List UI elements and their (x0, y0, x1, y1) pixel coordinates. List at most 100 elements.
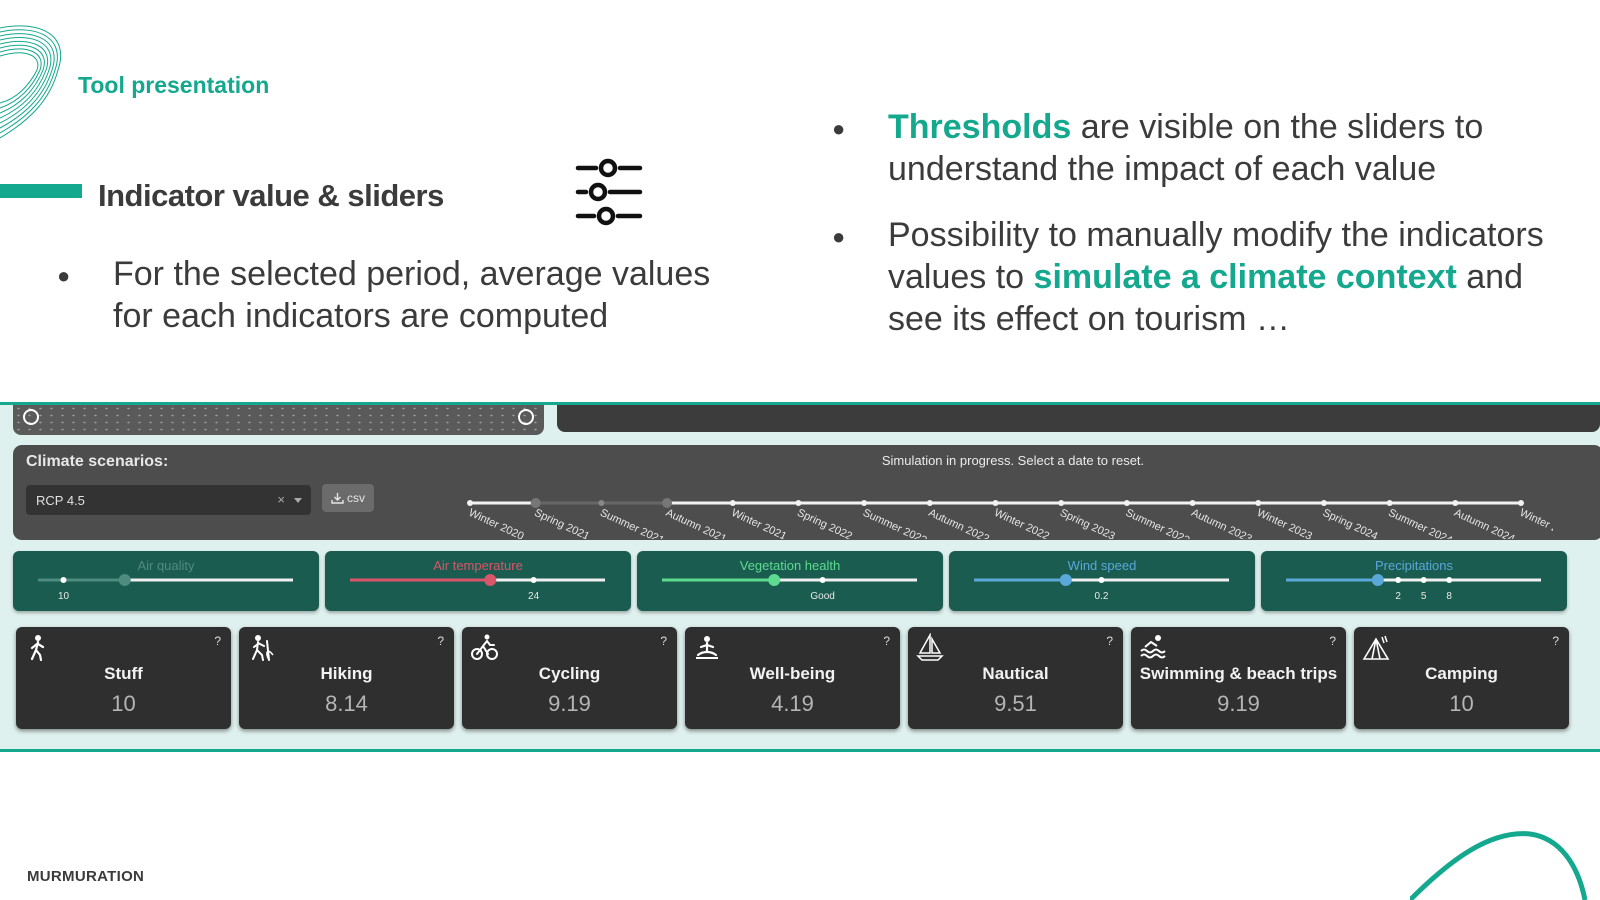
slide-title: Tool presentation (78, 72, 270, 98)
help-icon[interactable]: ? (883, 634, 890, 648)
threshold-mark (1446, 577, 1453, 583)
timeline-mark[interactable] (1123, 500, 1130, 506)
swimmer-icon (1140, 635, 1166, 659)
timeline-mark[interactable] (1386, 500, 1393, 506)
indicator-slider[interactable]: Good (637, 571, 943, 607)
threshold-label: 2 (1395, 591, 1401, 602)
activity-card[interactable]: ? Cycling 9.19 (462, 627, 677, 729)
help-icon[interactable]: ? (660, 634, 667, 648)
timeline-mark[interactable] (1189, 500, 1196, 506)
timeline-label: Summer 2023 (1124, 507, 1192, 539)
timeline-mark[interactable] (861, 500, 868, 506)
timeline-mark[interactable] (992, 500, 999, 506)
activity-score: 9.19 (548, 691, 591, 716)
timeline-label: Autumn 2023 (1189, 507, 1253, 539)
walking-person-icon (30, 635, 45, 661)
climate-scenarios-title: Climate scenarios: (26, 453, 169, 470)
map-locate-icon[interactable] (23, 409, 39, 425)
timeline-mark[interactable] (467, 500, 473, 506)
scenario-select[interactable]: RCP 4.5 × (26, 485, 311, 515)
activity-score: 9.19 (1217, 691, 1260, 716)
indicator-slider[interactable]: 10 (13, 571, 319, 607)
threshold-mark (530, 577, 537, 583)
chevron-down-icon[interactable] (294, 498, 302, 503)
activity-card[interactable]: ? Camping 10 (1354, 627, 1569, 729)
threshold-label: 10 (58, 591, 70, 602)
map-view[interactable] (13, 405, 544, 435)
threshold-mark (1395, 577, 1402, 583)
activity-name: Camping (1425, 664, 1498, 683)
climate-scenarios-panel: Climate scenarios: RCP 4.5 × csv Simulat… (13, 445, 1600, 540)
indicator-slider[interactable]: 24 (325, 571, 631, 607)
timeline-mark[interactable] (1320, 500, 1327, 506)
help-icon[interactable]: ? (214, 634, 221, 648)
slider-handle[interactable] (768, 574, 781, 586)
map-info-icon[interactable] (518, 409, 534, 425)
timeline-mark[interactable] (530, 498, 541, 508)
timeline-label: Winter 2024 (1518, 507, 1553, 539)
timeline-label: Spring 2022 (795, 507, 854, 539)
threshold-label: 8 (1446, 591, 1452, 602)
app-screenshot: Climate scenarios: RCP 4.5 × csv Simulat… (0, 402, 1600, 752)
timeline-mark[interactable] (662, 498, 673, 508)
timeline-mark[interactable] (598, 500, 605, 506)
top-panel (557, 405, 1600, 432)
clear-icon[interactable]: × (277, 492, 285, 507)
csv-download-button[interactable]: csv (322, 484, 374, 512)
sailboat-icon (916, 633, 944, 661)
simulation-status: Simulation in progress. Select a date to… (881, 453, 1145, 468)
indicator-card: Air quality 10 (13, 551, 319, 611)
activity-name: Stuff (104, 664, 143, 683)
threshold-mark (60, 577, 67, 583)
bullet-text: and see its effect on tourism … (888, 258, 1523, 338)
timeline-mark[interactable] (1452, 500, 1459, 506)
section-accent-bar (0, 184, 82, 198)
download-icon (331, 493, 344, 504)
timeline-mark[interactable] (1518, 500, 1524, 506)
timeline-mark[interactable] (729, 500, 736, 506)
highlight-simulate: simulate a climate context (1033, 258, 1457, 296)
timeline-label: Spring 2024 (1321, 507, 1380, 539)
meditation-icon (696, 636, 718, 659)
cyclist-icon (471, 634, 498, 660)
bullet-simulate: ● Possibility to manually modify the ind… (832, 214, 1568, 340)
slider-handle[interactable] (1371, 574, 1384, 586)
help-icon[interactable]: ? (1329, 634, 1336, 648)
timeline-mark[interactable] (1255, 500, 1262, 506)
timeline-mark[interactable] (926, 500, 933, 506)
brand-name: MURMURATION (27, 868, 145, 885)
timeline-mark[interactable] (795, 500, 802, 506)
threshold-label: 0.2 (1095, 591, 1109, 602)
activity-score: 10 (1449, 691, 1474, 716)
timeline-mark[interactable] (1058, 500, 1065, 506)
indicator-name: Precipitations (1374, 558, 1454, 573)
bullet-text: For the selected period, average values … (113, 255, 711, 335)
tent-icon (1362, 635, 1390, 660)
help-icon[interactable]: ? (1106, 634, 1113, 648)
slider-handle[interactable] (118, 574, 131, 586)
activity-name: Cycling (538, 664, 601, 683)
slider-handle[interactable] (484, 574, 497, 586)
activity-name: Well-being (749, 664, 836, 683)
indicator-slider[interactable]: 0.2 (949, 571, 1255, 607)
bullet-thresholds: ● Thresholds are visible on the sliders … (832, 106, 1568, 190)
threshold-label: Good (810, 591, 834, 602)
help-icon[interactable]: ? (1552, 634, 1559, 648)
indicator-name: Air quality (137, 558, 195, 573)
help-icon[interactable]: ? (437, 634, 444, 648)
highlight-thresholds: Thresholds (888, 108, 1072, 146)
activity-card[interactable]: ? Well-being 4.19 (685, 627, 900, 729)
activity-score: 4.19 (771, 691, 814, 716)
slider-handle[interactable] (1059, 574, 1072, 586)
timeline-label: Autumn 2021 (664, 507, 728, 539)
